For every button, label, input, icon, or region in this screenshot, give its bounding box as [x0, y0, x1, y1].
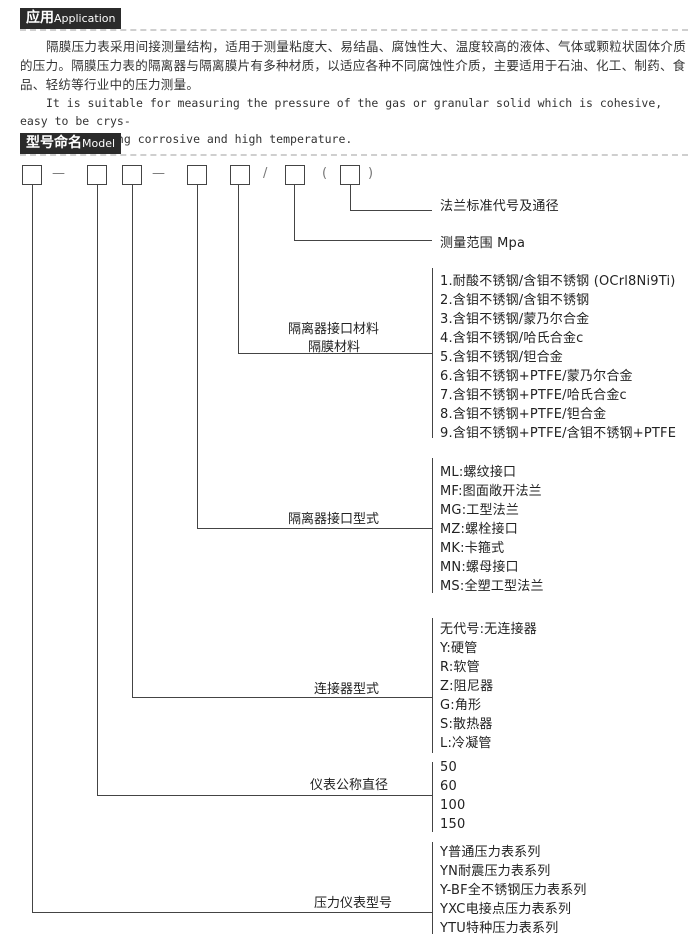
option-connector-type: R:软管 — [440, 660, 480, 675]
connector-line — [32, 912, 432, 913]
model-heading: 型号命名Model — [20, 133, 122, 154]
option-material: 7.含钼不锈钢+PTFE/哈氏合金c — [440, 388, 627, 403]
options-bracket — [432, 762, 433, 832]
option-gauge-model: YN耐震压力表系列 — [440, 864, 551, 879]
option-interface-type: MF:图面敞开法兰 — [440, 484, 542, 499]
label-isolator-material: 隔离器接口材料 — [288, 322, 380, 337]
option-material: 6.含钼不锈钢+PTFE/蒙乃尔合金 — [440, 369, 633, 384]
option-connector-type: Z:阻尼器 — [440, 679, 494, 694]
option-gauge-model: YXC电接点压力表系列 — [440, 902, 572, 917]
label-interface-type: 隔离器接口型式 — [288, 512, 380, 527]
connector-line — [238, 185, 239, 353]
option-material: 5.含钼不锈钢/钽合金 — [440, 350, 563, 365]
connector-line — [294, 185, 295, 240]
connector-line — [238, 353, 432, 354]
code-box-flange — [340, 165, 360, 185]
option-interface-type: MG:工型法兰 — [440, 503, 520, 518]
connector-line — [350, 185, 351, 210]
option-interface-type: MS:全塑工型法兰 — [440, 579, 544, 594]
connector-line — [294, 240, 432, 241]
option-interface-type: MN:螺母接口 — [440, 560, 519, 575]
option-material: 1.耐酸不锈钢/含钼不锈钢 (OCrl8Ni9Ti) — [440, 274, 676, 289]
label-diaphragm-material: 隔膜材料 — [308, 340, 361, 355]
label-flange-standard: 法兰标准代号及通径 — [440, 199, 559, 214]
connector-line — [197, 528, 432, 529]
label-gauge-model: 压力仪表型号 — [314, 896, 393, 911]
label-nominal-diameter: 仪表公称直径 — [310, 778, 389, 793]
connector-line — [97, 795, 432, 796]
application-heading: 应用Application — [20, 8, 122, 29]
section-divider — [20, 154, 688, 156]
option-diameter: 150 — [440, 817, 466, 832]
option-gauge-model: Y-BF全不锈钢压力表系列 — [440, 883, 587, 898]
option-material: 4.含钼不锈钢/哈氏合金c — [440, 331, 584, 346]
option-connector-type: L:冷凝管 — [440, 736, 492, 751]
options-bracket — [432, 458, 433, 593]
options-bracket — [432, 842, 433, 934]
option-diameter: 60 — [440, 779, 457, 794]
section-divider — [20, 29, 688, 31]
option-gauge-model: Y普通压力表系列 — [440, 845, 541, 860]
code-box-range — [285, 165, 305, 185]
option-material: 9.含钼不锈钢+PTFE/含钼不锈钢+PTFE — [440, 426, 677, 441]
options-bracket — [432, 618, 433, 753]
label-connector-type: 连接器型式 — [314, 682, 380, 697]
separator-open-paren: ( — [322, 166, 328, 181]
option-interface-type: MZ:螺栓接口 — [440, 522, 518, 537]
separator-dash: — — [152, 166, 165, 181]
option-interface-type: MK:卡箍式 — [440, 541, 505, 556]
code-box-diameter — [87, 165, 107, 185]
option-diameter: 100 — [440, 798, 466, 813]
connector-line — [32, 185, 33, 912]
options-bracket — [432, 268, 433, 438]
label-measuring-range: 测量范围 Mpa — [440, 236, 526, 251]
application-header: 应用Application — [0, 8, 700, 31]
connector-line — [132, 185, 133, 697]
separator-close-paren: ) — [368, 166, 374, 181]
connector-line — [132, 697, 432, 698]
separator-slash: / — [263, 166, 268, 181]
connector-line — [97, 185, 98, 795]
option-connector-type: S:散热器 — [440, 717, 493, 732]
option-gauge-model: YTU特种压力表系列 — [440, 921, 559, 936]
option-connector-type: 无代号:无连接器 — [440, 622, 537, 637]
code-box-connector — [122, 165, 142, 185]
option-interface-type: ML:螺纹接口 — [440, 465, 517, 480]
option-material: 2.含钼不锈钢/含钼不锈钢 — [440, 293, 590, 308]
application-description-cn: 隔膜压力表采用间接测量结构，适用于测量粘度大、易结晶、腐蚀性大、温度较高的液体、… — [20, 39, 687, 92]
option-connector-type: Y:硬管 — [440, 641, 478, 656]
option-material: 8.含钼不锈钢+PTFE/钽合金 — [440, 407, 607, 422]
connector-line — [197, 185, 198, 528]
code-box-series — [22, 165, 42, 185]
option-material: 3.含钼不锈钢/蒙乃尔合金 — [440, 312, 590, 327]
code-box-material — [230, 165, 250, 185]
connector-line — [350, 210, 432, 211]
code-box-interface-type — [187, 165, 207, 185]
option-diameter: 50 — [440, 760, 457, 775]
separator-dash: — — [52, 166, 65, 181]
option-connector-type: G:角形 — [440, 698, 482, 713]
model-header: 型号命名Model — [0, 133, 700, 156]
